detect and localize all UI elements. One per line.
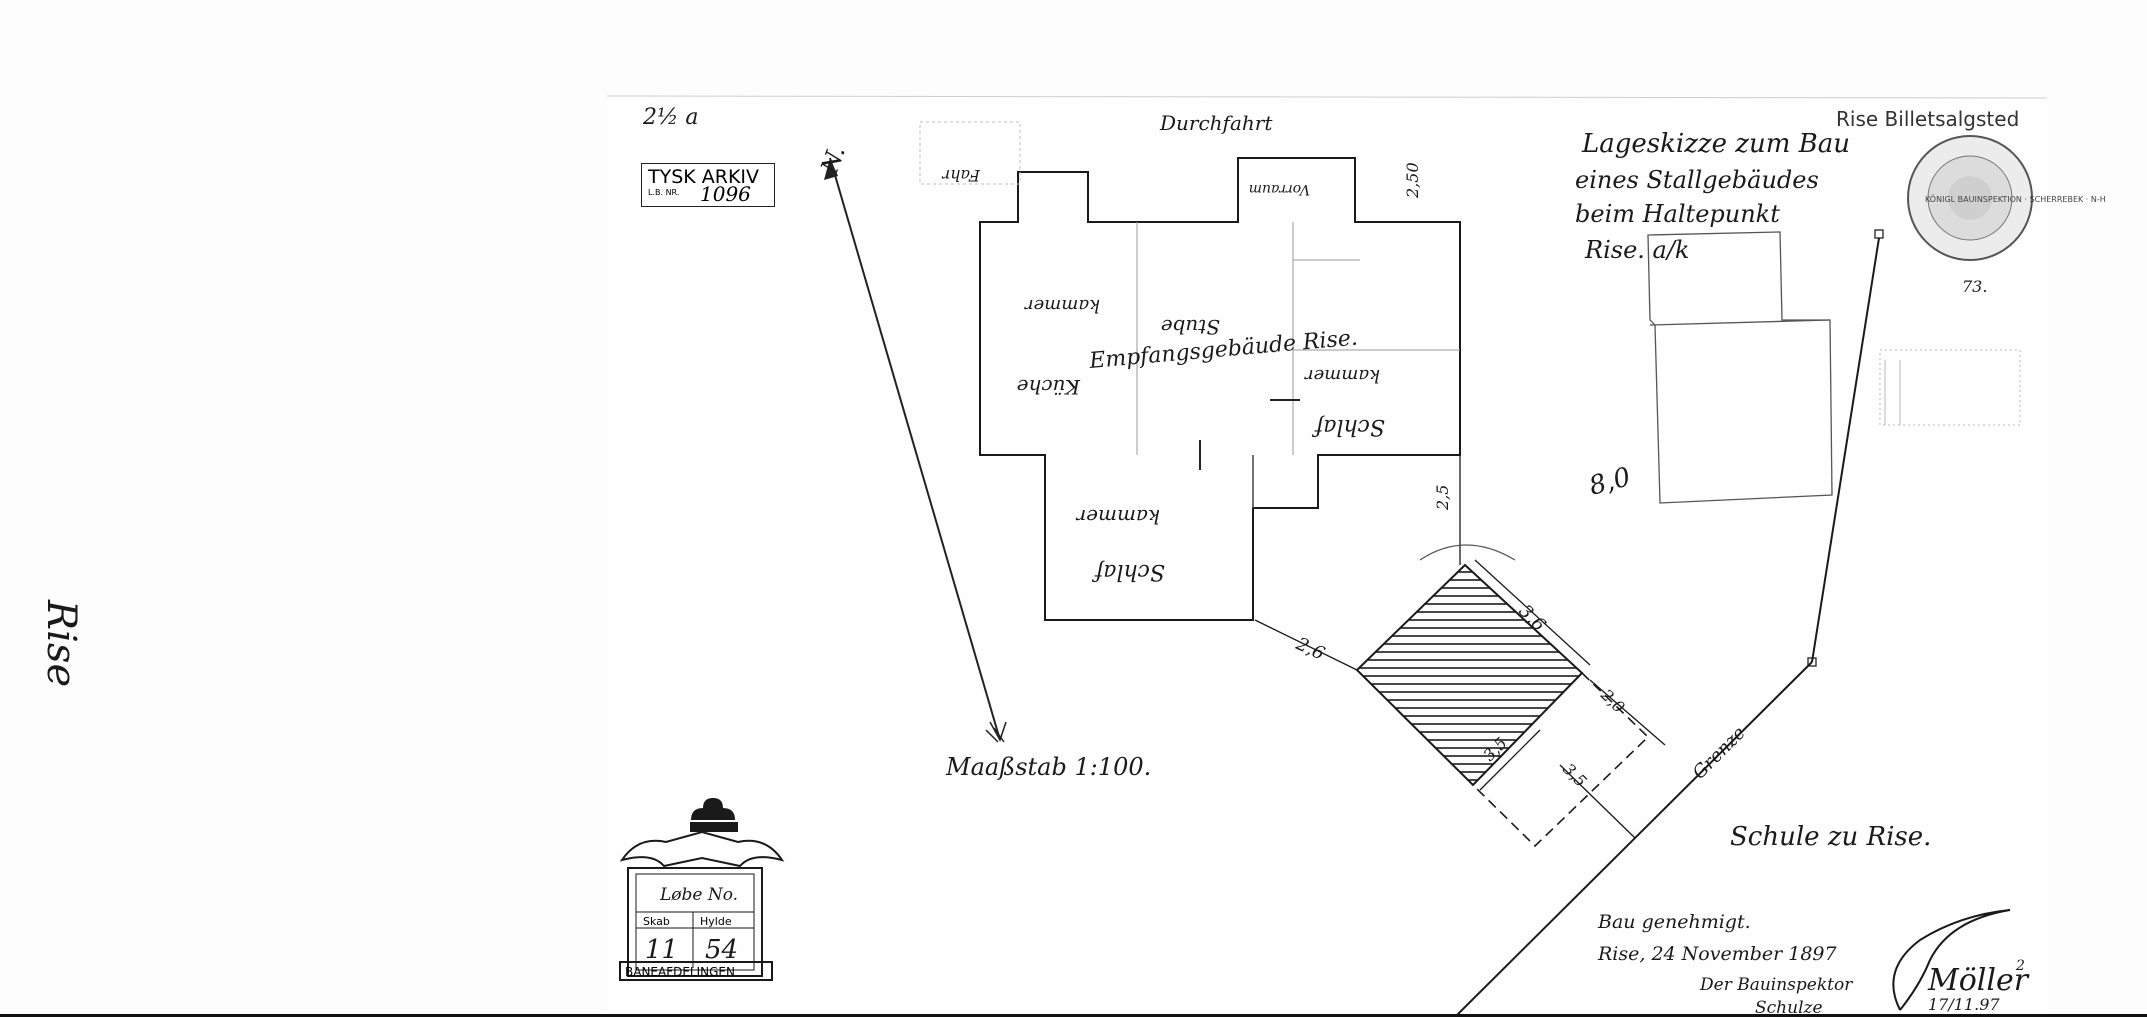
title-note-line-1: Lageskizze zum Bau	[1581, 129, 1850, 159]
station-building-plan	[979, 157, 1461, 621]
signature-suffix: 2	[2015, 958, 2025, 974]
seal-number: 73.	[1962, 277, 1987, 296]
approval-line-1: Bau genehmigt.	[1597, 911, 1751, 933]
paper-top-edge	[606, 95, 2048, 99]
tysk-arkiv-stamp: TYSK ARKIV L.B. NR. 1096	[641, 163, 775, 207]
ghost-room	[919, 121, 1021, 185]
archive-frame-val1: 11	[645, 935, 678, 965]
margin-note-left: Rise	[38, 599, 84, 687]
room-label-fahr: Fahr	[941, 166, 981, 185]
signature-name: Möller	[1927, 963, 2030, 998]
north-arrow-icon	[824, 157, 1007, 743]
archive-frame-col2: Hylde	[700, 915, 732, 928]
room-label-schlaf-lower: Schlaf	[1091, 559, 1165, 584]
header-right: Rise Billetsalgsted	[1836, 107, 2019, 131]
archive-frame-val2: 54	[705, 935, 738, 965]
title-note-line-4: Rise. a/k	[1584, 236, 1689, 264]
room-label-stube: Stube	[1161, 315, 1220, 339]
dimension-label: 2,50	[1403, 162, 1422, 199]
approval-line-2: Rise, 24 November 1897	[1597, 943, 1838, 965]
stamp-lb-number: 1096	[700, 182, 751, 206]
dimension-label: 2,5	[1433, 485, 1452, 511]
archive-frame	[619, 798, 785, 981]
signature-date: 17/11.97	[1928, 995, 2000, 1014]
title-note-line-2: eines Stallgebäudes	[1575, 166, 1819, 194]
room-label-kammer-upper2: kammer	[1024, 295, 1100, 316]
signature-flourish	[1892, 909, 2011, 1011]
archive-frame-footer: BANEAFDELINGEN	[625, 965, 735, 979]
property-boundary	[1454, 237, 1880, 1017]
room-label-kammer-upper: kammer	[1304, 365, 1380, 386]
room-label-kuche: Küche	[1017, 375, 1081, 399]
royal-seal-icon	[1907, 135, 2033, 261]
seal-text: KÖNIGL BAUINSPEKTION · SCHERREBEK · N-H	[1925, 194, 2106, 204]
room-label-vorraum: Vorraum	[1249, 181, 1310, 197]
neighbor-building	[1647, 231, 1833, 504]
stamp-title: TYSK ARKIV	[648, 166, 760, 188]
stamp-lb-label: L.B. NR.	[648, 188, 680, 197]
scale-note: Maaßstab 1:100.	[945, 753, 1151, 781]
room-label-eingang: Durchfahrt	[1159, 111, 1273, 135]
approval-line-3: Der Bauinspektor	[1699, 975, 1853, 995]
faint-marks	[1879, 349, 2021, 426]
scan-bottom-edge	[0, 1014, 2147, 1017]
archive-frame-header: Løbe No.	[659, 885, 738, 905]
archive-frame-col1: Skab	[643, 915, 670, 928]
paper-sheet	[607, 96, 2047, 1017]
dimension-lines	[1254, 455, 1666, 839]
title-note-line-3: beim Haltepunkt	[1575, 200, 1780, 228]
room-label-kammer-lower: kammer	[1075, 505, 1160, 529]
room-label-schlaf-upper: Schlaf	[1311, 414, 1385, 439]
school-label: Schule zu Rise.	[1730, 822, 1931, 852]
stable-extension-dashed	[1472, 672, 1650, 848]
margin-note-top: 2½ a	[642, 105, 698, 130]
stable-building-hatched	[1355, 563, 1584, 787]
approval-line-4: Schulze	[1755, 998, 1823, 1017]
